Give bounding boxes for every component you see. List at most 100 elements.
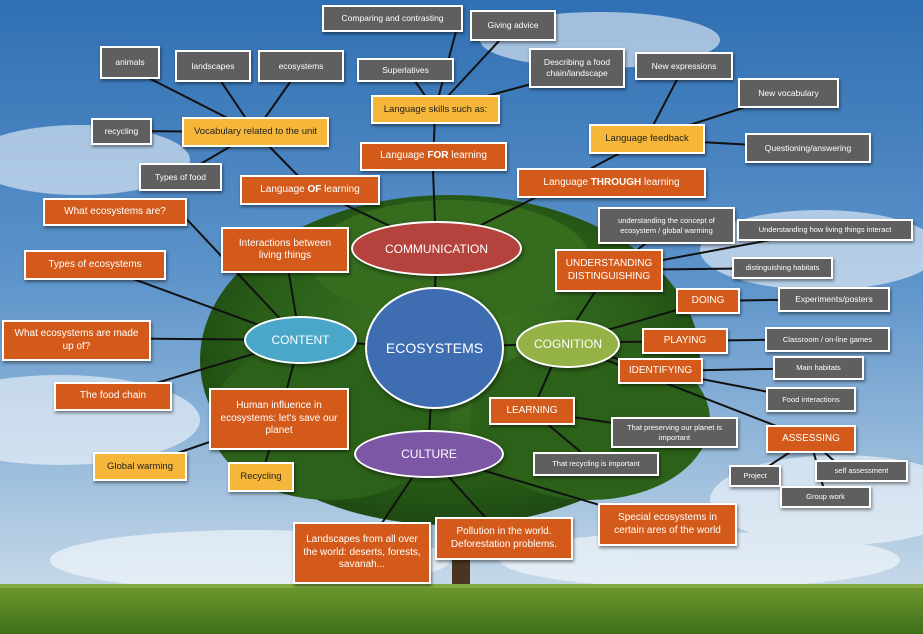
vocab-ecosystems-label: ecosystems [278, 60, 324, 71]
special-ecosystems-label: Special ecosystems in certain ares of th… [614, 512, 721, 536]
vocabulary-unit-label: Vocabulary related to the unit [193, 126, 318, 138]
culture-hub[interactable]: CULTURE [354, 430, 504, 478]
interactions-living-things[interactable]: Interactions between living things [221, 227, 349, 273]
human-influence[interactable]: Human influence in ecosystems: let's sav… [209, 388, 349, 450]
learning-label: LEARNING [506, 404, 558, 416]
identifying[interactable]: IDENTIFYING [618, 358, 703, 384]
vocabulary-unit[interactable]: Vocabulary related to the unit [182, 117, 329, 147]
cognition-label: COGNITION [534, 337, 602, 351]
cognition-hub[interactable]: COGNITION [516, 320, 620, 368]
vocab-ecosystems[interactable]: ecosystems [258, 50, 344, 82]
ecosystems-center[interactable]: ECOSYSTEMS [365, 287, 504, 409]
classroom-online-games[interactable]: Classroom / on-line games [765, 327, 890, 352]
language-skills-label: Language skills such as: [383, 103, 488, 115]
food-interactions[interactable]: Food interactions [766, 387, 856, 412]
vocab-animals[interactable]: animals [100, 46, 160, 79]
language-for-learning[interactable]: Language FOR learning [360, 142, 507, 171]
comparing-contrasting-label: Comparing and contrasting [341, 13, 444, 24]
content-label: CONTENT [271, 333, 330, 347]
global-warming[interactable]: Global warming [93, 452, 187, 481]
pollution-world[interactable]: Pollution in the world. Deforestation pr… [435, 517, 573, 560]
main-habitats-label: Main habitats [796, 363, 841, 373]
ecosystems-made-up-of[interactable]: What ecosystems are made up of? [2, 320, 151, 361]
concept-ecosystem-label: understanding the concept of ecosystem /… [618, 216, 715, 235]
the-food-chain-label: The food chain [79, 390, 147, 402]
learning[interactable]: LEARNING [489, 397, 575, 425]
questioning-answering-label: Questioning/answering [764, 142, 852, 153]
vocab-types-of-food-label: Types of food [154, 171, 207, 182]
communication-label: COMMUNICATION [384, 241, 489, 256]
landscapes-world-label: Landscapes from all over the world: dese… [303, 534, 421, 571]
experiments-posters[interactable]: Experiments/posters [778, 287, 890, 312]
main-habitats[interactable]: Main habitats [773, 356, 864, 380]
classroom-online-games-label: Classroom / on-line games [782, 334, 873, 344]
vocab-types-of-food[interactable]: Types of food [139, 163, 222, 191]
interactions-living-things-label: Interactions between living things [238, 237, 332, 262]
grass [0, 584, 923, 634]
types-of-ecosystems[interactable]: Types of ecosystems [24, 250, 166, 280]
describing-food-chain[interactable]: Describing a food chain/landscape [529, 48, 625, 88]
communication-hub[interactable]: COMMUNICATION [351, 221, 522, 276]
self-assessment[interactable]: self assessment [815, 460, 908, 482]
describing-food-chain-label: Describing a food chain/landscape [543, 57, 611, 78]
new-vocabulary[interactable]: New vocabulary [738, 78, 839, 108]
the-food-chain[interactable]: The food chain [54, 382, 172, 411]
identifying-label: IDENTIFYING [628, 364, 693, 376]
doing[interactable]: DOING [676, 288, 740, 314]
recycling-important-label: That recycling is important [552, 459, 640, 469]
group-work-label: Group work [806, 492, 845, 502]
pollution-world-label: Pollution in the world. Deforestation pr… [450, 526, 558, 550]
how-living-things-interact-label: Understanding how living things interact [758, 225, 892, 235]
self-assessment-label: self assessment [834, 466, 889, 476]
culture-label: CULTURE [401, 447, 457, 461]
what-ecosystems-are-label: What ecosystems are? [64, 205, 166, 217]
language-for-learning-label: Language FOR learning [380, 150, 487, 162]
preserving-planet-label: That preserving our planet is important [626, 423, 723, 442]
giving-advice[interactable]: Giving advice [470, 10, 556, 41]
language-of-learning[interactable]: Language OF learning [240, 175, 380, 205]
project[interactable]: Project [729, 465, 781, 487]
understanding-distinguishing[interactable]: UNDERSTANDING DISTINGUISHING [555, 249, 663, 292]
playing-label: PLAYING [663, 334, 707, 346]
content-hub[interactable]: CONTENT [244, 316, 357, 364]
special-ecosystems[interactable]: Special ecosystems in certain ares of th… [598, 503, 737, 546]
human-influence-label: Human influence in ecosystems: let's sav… [220, 400, 338, 437]
project-label: Project [743, 471, 767, 481]
content-recycling-label: Recycling [240, 471, 282, 483]
language-through-learning[interactable]: Language THROUGH learning [517, 168, 706, 198]
how-living-things-interact[interactable]: Understanding how living things interact [737, 219, 913, 241]
language-feedback-label: Language feedback [605, 133, 689, 145]
experiments-posters-label: Experiments/posters [795, 294, 873, 305]
assessing[interactable]: ASSESSING [766, 425, 856, 453]
new-vocabulary-label: New vocabulary [758, 87, 819, 98]
concept-ecosystem[interactable]: understanding the concept of ecosystem /… [598, 207, 735, 244]
group-work[interactable]: Group work [780, 486, 871, 508]
superlatives[interactable]: Superlatives [357, 58, 454, 82]
new-expressions[interactable]: New expressions [635, 52, 733, 80]
superlatives-label: Superlatives [382, 64, 429, 75]
recycling-important[interactable]: That recycling is important [533, 452, 659, 476]
vocab-landscapes[interactable]: landscapes [175, 50, 251, 82]
comparing-contrasting[interactable]: Comparing and contrasting [322, 5, 463, 32]
language-feedback[interactable]: Language feedback [589, 124, 705, 154]
distinguishing-habitats[interactable]: distinguishing habitats [732, 257, 833, 279]
global-warming-label: Global warming [107, 460, 173, 472]
vocab-recycling-label: recycling [104, 126, 139, 137]
preserving-planet[interactable]: That preserving our planet is important [611, 417, 738, 448]
what-ecosystems-are[interactable]: What ecosystems are? [43, 198, 187, 226]
food-interactions-label: Food interactions [782, 394, 840, 404]
vocab-landscapes-label: landscapes [191, 60, 235, 71]
content-recycling[interactable]: Recycling [228, 462, 294, 492]
language-through-learning-label: Language THROUGH learning [543, 176, 680, 188]
distinguishing-habitats-label: distinguishing habitats [745, 263, 820, 273]
vocab-animals-label: animals [115, 57, 145, 68]
questioning-answering[interactable]: Questioning/answering [745, 133, 871, 163]
language-skills[interactable]: Language skills such as: [371, 95, 500, 124]
doing-label: DOING [691, 294, 725, 306]
playing[interactable]: PLAYING [642, 328, 728, 354]
vocab-recycling[interactable]: recycling [91, 118, 152, 145]
new-expressions-label: New expressions [651, 60, 717, 71]
language-of-learning-label: Language OF learning [260, 183, 360, 195]
landscapes-world[interactable]: Landscapes from all over the world: dese… [293, 522, 431, 584]
ecosystems-made-up-of-label: What ecosystems are made up of? [14, 328, 139, 352]
